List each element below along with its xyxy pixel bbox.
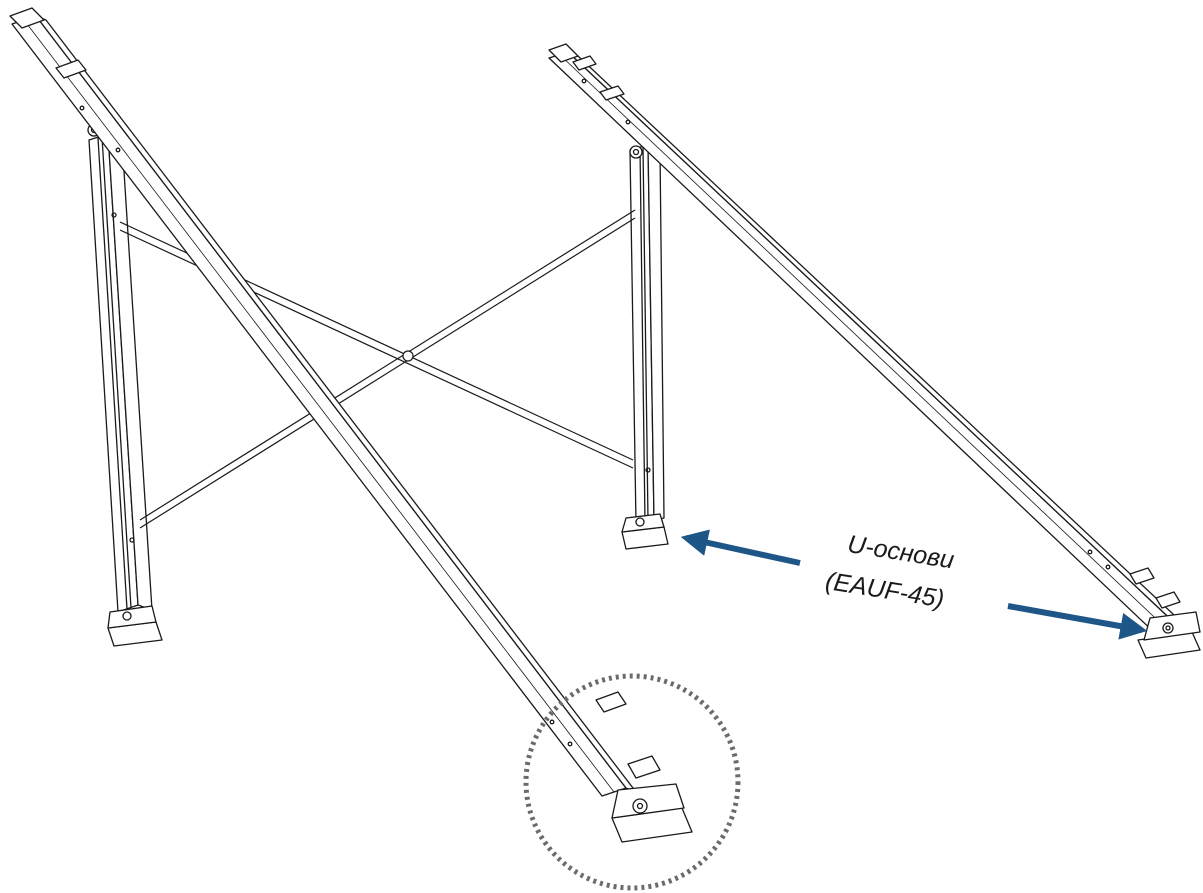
right-inclined-rail [548, 43, 1191, 637]
highlight-circle [523, 673, 741, 891]
left-rear-post [87, 123, 153, 613]
left-rear-foot [107, 605, 163, 647]
left-inclined-rail [9, 7, 661, 797]
right-rear-foot [621, 513, 669, 550]
callout-arrow-left [680, 529, 801, 566]
right-front-foot [1137, 611, 1201, 659]
callout-arrow-right [1007, 603, 1148, 640]
right-rear-post [629, 144, 665, 525]
left-front-foot [611, 783, 693, 843]
